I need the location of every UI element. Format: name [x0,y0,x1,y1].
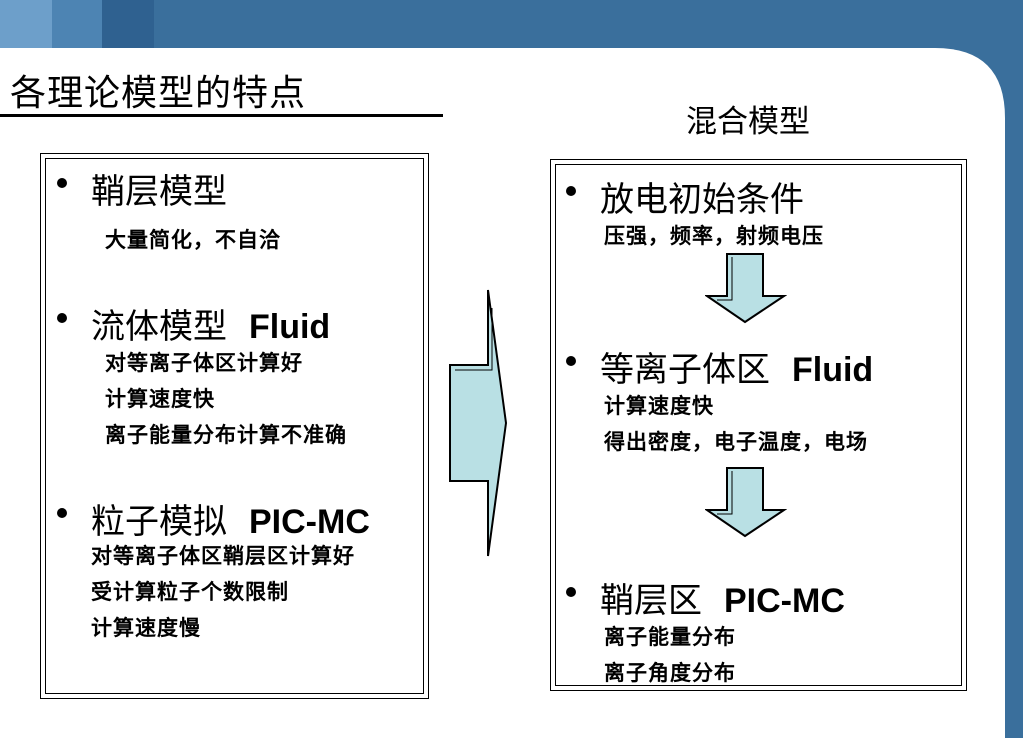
bullet-icon [57,508,67,518]
panel-inner-border [45,158,424,694]
item-heading: 等离子体区 Fluid [600,342,873,391]
heading-en: PIC-MC [724,582,845,620]
item-line: 压强，频率，射频电压 [604,223,824,248]
item-heading: 流体模型 Fluid [91,299,330,348]
hybrid-model-title: 混合模型 [686,104,810,140]
item-line: 对等离子体区计算好 [105,350,303,375]
bullet-icon [566,186,576,196]
item-line: 离子能量分布计算不准确 [105,422,347,447]
bullet-icon [566,587,576,597]
heading-en: PIC-MC [249,503,370,541]
bullet-icon [566,356,576,366]
title-underline [0,114,443,117]
heading-cn: 放电初始条件 [600,180,804,220]
heading-en: Fluid [249,308,331,346]
heading-cn: 等离子体区 [600,350,770,390]
item-line: 计算速度慢 [91,615,201,640]
item-heading: 粒子模拟 PIC-MC [91,494,370,543]
item-line: 计算速度快 [604,393,714,418]
item-line: 对等离子体区鞘层区计算好 [91,543,355,568]
bullet-icon [57,313,67,323]
bullet-icon [57,178,67,188]
heading-cn: 流体模型 [91,307,227,347]
item-line: 受计算粒子个数限制 [91,579,289,604]
right-arrow-icon [449,289,508,557]
item-line: 大量简化，不自洽 [105,227,281,252]
item-line: 离子角度分布 [604,660,736,685]
down-arrow-icon [705,467,787,538]
panel-inner-border [555,164,962,686]
down-arrow-icon [705,253,787,324]
heading-cn: 粒子模拟 [91,502,227,542]
item-line: 计算速度快 [105,386,215,411]
item-line: 离子能量分布 [604,624,736,649]
heading-cn: 鞘层模型 [91,172,227,212]
item-heading: 鞘层模型 [91,164,227,213]
item-line: 得出密度，电子温度，电场 [604,429,868,454]
hybrid-model-panel: 放电初始条件 压强，频率，射频电压 等离子体区 Fluid 计算速度快 得出密度，… [550,159,967,691]
slide-title: 各理论模型的特点 [10,73,307,114]
heading-en: Fluid [792,351,874,389]
item-heading: 放电初始条件 [600,172,804,221]
heading-cn: 鞘层区 [600,581,702,621]
item-heading: 鞘层区 PIC-MC [600,573,845,622]
